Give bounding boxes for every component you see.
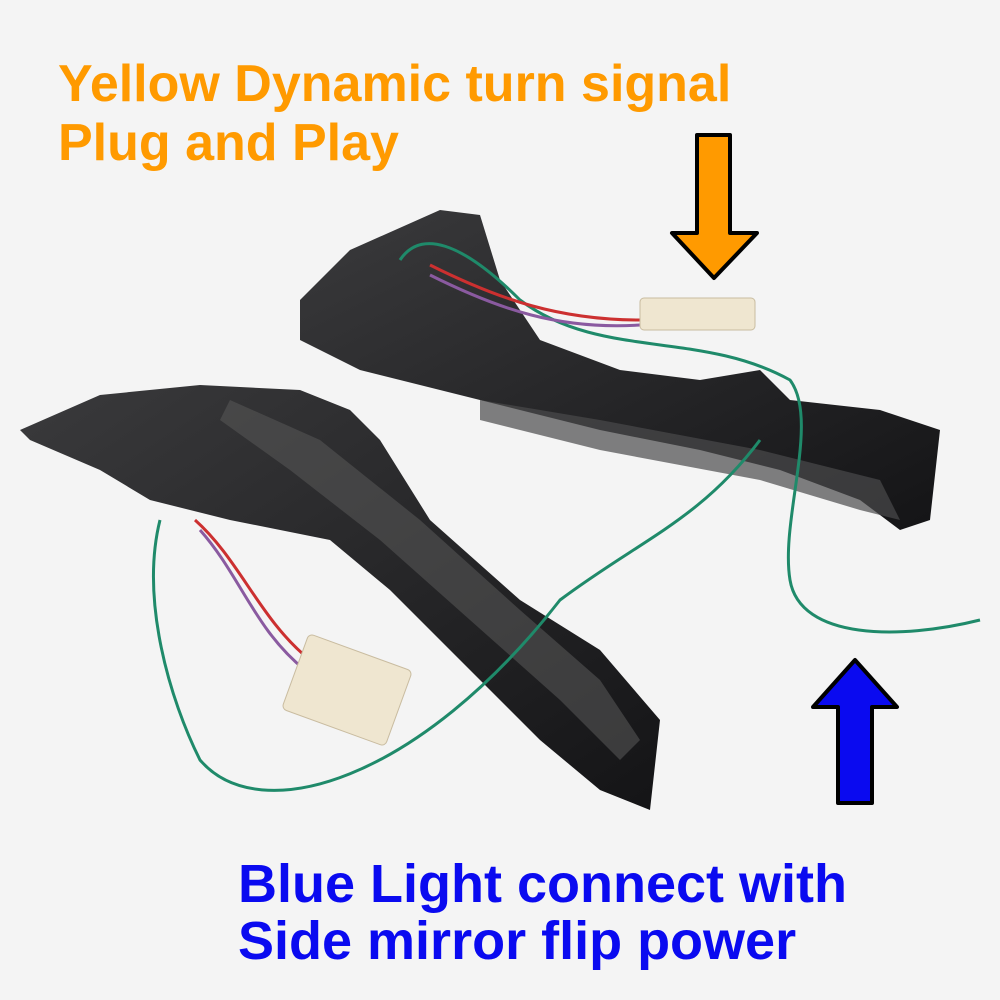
arrow-up-icon [811,658,899,805]
caption-bottom-line2: Side mirror flip power [238,911,797,971]
caption-top-line2: Plug and Play [58,114,399,172]
caption-top-line1: Yellow Dynamic turn signal [58,55,732,113]
caption-bottom-line1: Blue Light connect with [238,854,847,914]
connector-top [639,297,756,331]
front-turn-signal-housing [20,385,660,810]
arrow-down-icon [670,133,759,280]
wires [152,242,981,792]
connector-bottom [282,634,412,746]
